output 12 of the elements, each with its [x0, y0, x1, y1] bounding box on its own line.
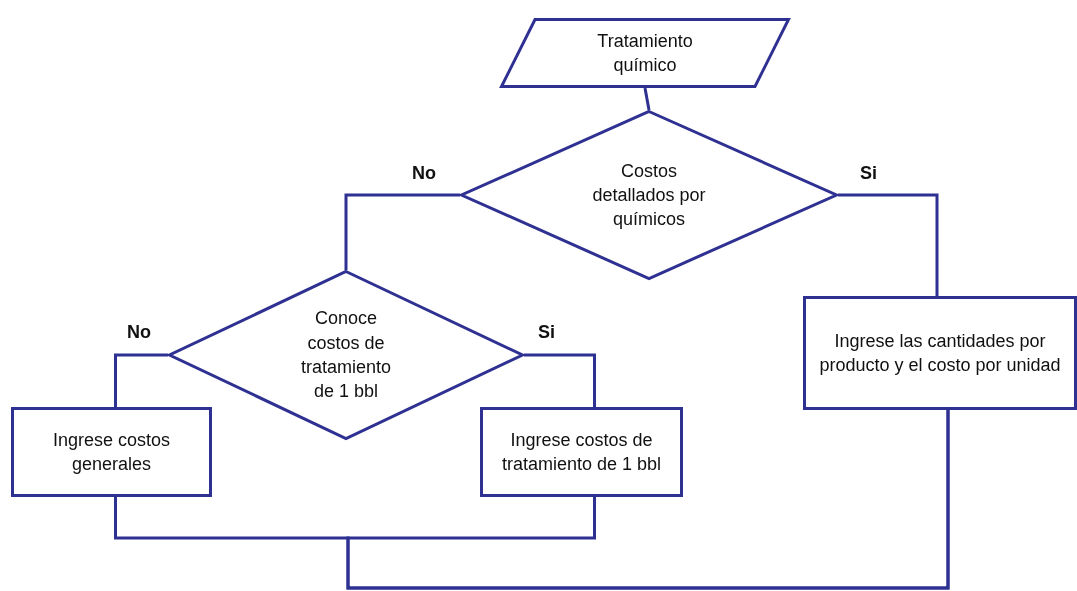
node-text: Ingrese costos de tratamiento de 1 bbl: [500, 428, 663, 476]
node-text: Costos detallados por químicos: [591, 159, 707, 232]
connector-line: [346, 410, 950, 590]
connector-line: [114, 353, 168, 407]
node-text: Ingrese costos generales: [51, 428, 172, 476]
connector-line: [524, 353, 596, 407]
node-text: Ingrese las cantidades por producto y el costo por unidad: [818, 329, 1062, 377]
connector-line: [643, 87, 651, 111]
node-text: Conoce costos de tratamiento de 1 bbl: [299, 307, 392, 404]
connector-line: [838, 193, 939, 296]
connector-line: [344, 193, 460, 270]
node-text: Tratamiento químico: [596, 29, 694, 77]
